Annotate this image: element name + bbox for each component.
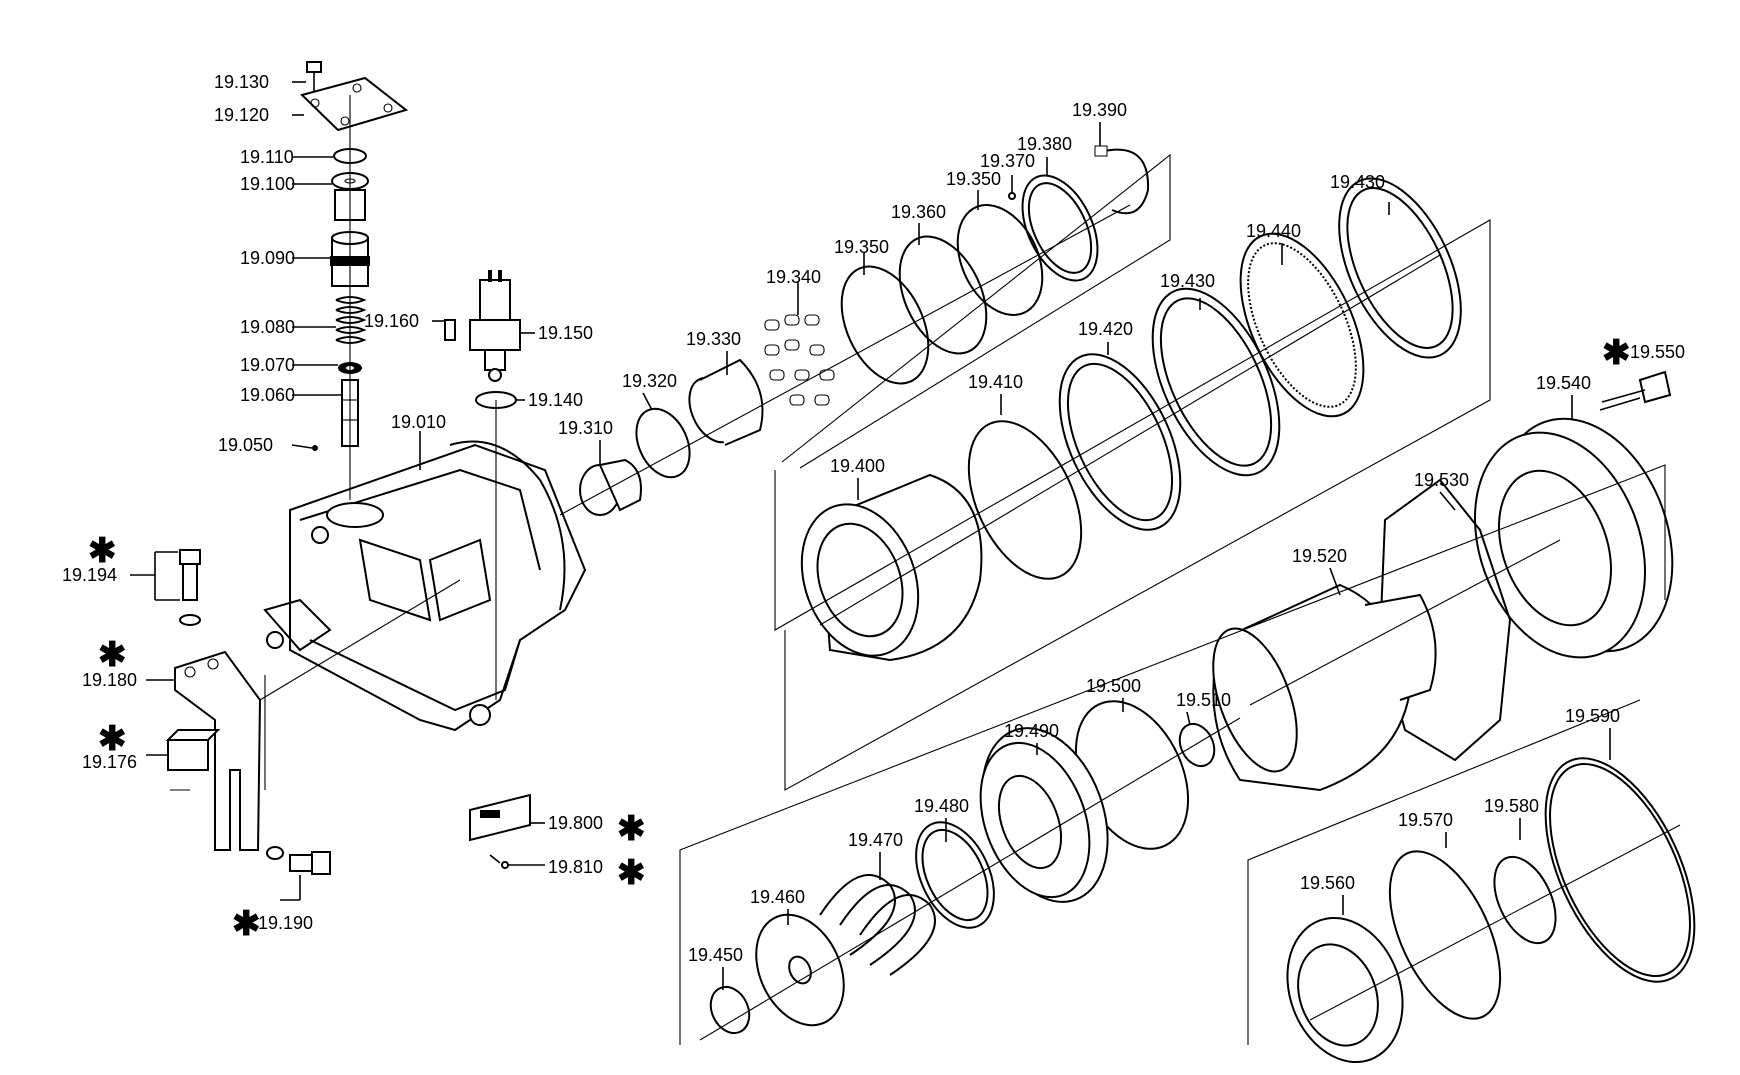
label-19100: 19.100	[240, 174, 295, 194]
label-19390: 19.390	[1072, 100, 1127, 120]
label-19010: 19.010	[391, 412, 446, 432]
valve-stack-parts	[300, 61, 409, 451]
bracket-19180	[165, 650, 262, 851]
label-19070: 19.070	[240, 355, 295, 375]
label-19590: 19.590	[1565, 706, 1620, 726]
label-19540: 19.540	[1536, 373, 1591, 393]
asterisk-19800: ✱	[617, 810, 646, 848]
label-19176: 19.176	[82, 752, 137, 772]
label-19510: 19.510	[1176, 690, 1231, 710]
label-19570: 19.570	[1398, 810, 1453, 830]
clutch-housing-right	[709, 370, 1696, 1064]
label-19320: 19.320	[622, 371, 677, 391]
asterisk-19810: ✱	[617, 854, 646, 892]
label-19420: 19.420	[1078, 319, 1133, 339]
leader-lines	[130, 81, 1611, 990]
label-19430a: 19.430	[1160, 271, 1215, 291]
callout-labels: 19.130 19.120 19.110 19.100 19.090 19.08…	[62, 72, 1685, 965]
label-19160: 19.160	[364, 311, 419, 331]
assembly-axes	[170, 95, 1681, 1045]
label-19080: 19.080	[240, 317, 295, 337]
label-19330: 19.330	[686, 329, 741, 349]
label-19500: 19.500	[1086, 676, 1141, 696]
label-19360: 19.360	[891, 202, 946, 222]
label-19140: 19.140	[528, 390, 583, 410]
asterisk-19550: ✱	[1602, 334, 1631, 372]
asterisk-19190: ✱	[232, 905, 261, 943]
label-19530: 19.530	[1414, 470, 1469, 490]
label-19090: 19.090	[240, 248, 295, 268]
label-19370: 19.370	[980, 151, 1035, 171]
label-19310: 19.310	[558, 418, 613, 438]
housing-19010	[263, 440, 587, 732]
label-19560: 19.560	[1300, 873, 1355, 893]
label-19810: 19.810	[548, 857, 603, 877]
label-19490: 19.490	[1004, 721, 1059, 741]
label-19550: 19.550	[1630, 342, 1685, 362]
asterisk-19194: ✱	[88, 532, 117, 570]
label-19440: 19.440	[1246, 221, 1301, 241]
label-19520: 19.520	[1292, 546, 1347, 566]
label-19400: 19.400	[830, 456, 885, 476]
label-19450: 19.450	[688, 945, 743, 965]
clutch-train-upper	[579, 145, 1150, 516]
label-19190: 19.190	[258, 913, 313, 933]
label-19470: 19.470	[848, 830, 903, 850]
label-19060: 19.060	[240, 385, 295, 405]
label-19194: 19.194	[62, 565, 117, 585]
nameplate-19800	[469, 793, 531, 869]
label-19150: 19.150	[538, 323, 593, 343]
asterisk-19176: ✱	[98, 720, 127, 758]
label-19050: 19.050	[218, 435, 273, 455]
label-19350a: 19.350	[834, 237, 889, 257]
clutch-plates	[800, 177, 1462, 662]
label-19460: 19.460	[750, 887, 805, 907]
bolt-19194	[179, 549, 201, 626]
label-19180: 19.180	[82, 670, 137, 690]
label-19120: 19.120	[214, 105, 269, 125]
label-19130: 19.130	[214, 72, 269, 92]
solenoid-19150	[444, 270, 521, 409]
label-19410: 19.410	[968, 372, 1023, 392]
asterisk-19180: ✱	[98, 636, 127, 674]
label-19480: 19.480	[914, 796, 969, 816]
label-19350b: 19.350	[946, 169, 1001, 189]
label-19580: 19.580	[1484, 796, 1539, 816]
label-19380: 19.380	[1017, 134, 1072, 154]
label-19340: 19.340	[766, 267, 821, 287]
label-19110: 19.110	[240, 147, 294, 167]
bolt-19190	[266, 846, 331, 875]
label-19800: 19.800	[548, 813, 603, 833]
label-19430b: 19.430	[1330, 172, 1385, 192]
